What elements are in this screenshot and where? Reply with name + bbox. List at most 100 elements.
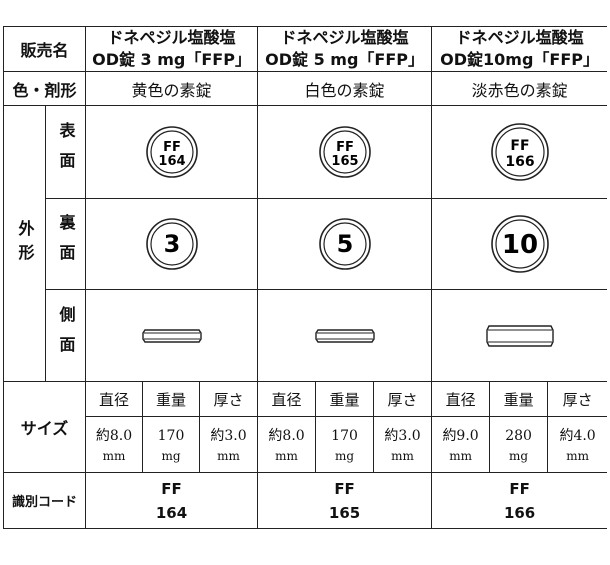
tablet-back-3mg-icon: 3 [145, 218, 198, 270]
size-header-thickness: 厚さ [547, 381, 607, 417]
size-unit: mm [217, 448, 240, 463]
id-code-line1: FF [334, 479, 355, 498]
product-name-line1: ドネペジル塩酸塩 [455, 28, 584, 47]
size-unit: mg [509, 448, 529, 463]
front-mark-line1: FF [163, 140, 181, 155]
color-value: 淡赤色の素錠 [431, 71, 607, 106]
size-header-row: サイズ 直径 重量 厚さ 直径 重量 厚さ 直径 重量 厚さ [3, 381, 607, 473]
product-name-line1: ドネペジル塩酸塩 [280, 28, 409, 47]
front-mark-line1: FF [336, 140, 354, 155]
size-value-cell: 約9.0 mm [431, 416, 491, 473]
size-value: 280 [505, 427, 532, 444]
back-mark: 5 [336, 230, 353, 258]
back-label-cell: 裏面 [44, 198, 87, 290]
side-view-10mg [431, 289, 607, 382]
side-label: 側面 [56, 305, 76, 366]
front-mark-line2: 164 [158, 154, 185, 169]
size-unit: mm [566, 448, 589, 463]
size-value: 170 [331, 427, 358, 444]
color-value: 白色の素錠 [257, 71, 433, 106]
tablet-info-document: 販売名 ドネペジル塩酸塩 OD錠 3 mg「FFP」 ドネペジル塩酸塩 OD錠 … [3, 0, 607, 565]
size-value-cell: 280 mg [489, 416, 549, 473]
size-unit: mg [335, 448, 355, 463]
size-value: 約4.0 [559, 427, 596, 444]
size-unit: mm [449, 448, 472, 463]
size-header-weight: 重量 [142, 381, 201, 417]
id-code-line1: FF [161, 479, 182, 498]
color-form-label: 色・剤形 [3, 71, 87, 106]
tablet-front-3mg-icon: FF 164 [145, 126, 198, 178]
color-value: 黄色の素錠 [85, 71, 259, 106]
top-margin [3, 0, 607, 26]
size-header-diameter: 直径 [85, 381, 144, 417]
back-face-5mg: 5 [257, 198, 433, 290]
size-value-cell: 約3.0 mm [199, 416, 259, 473]
id-code-3mg: FF 164 [85, 472, 259, 529]
back-mark: 10 [502, 230, 538, 260]
id-code-row: 識別コード FF 164 FF 165 FF 166 [3, 472, 607, 529]
tablet-side-5mg-icon [314, 328, 375, 343]
size-label: サイズ [3, 381, 87, 473]
size-value-cell: 170 mg [142, 416, 201, 473]
front-label-cell: 表面 [44, 105, 87, 199]
product-name-3mg: ドネペジル塩酸塩 OD錠 3 mg「FFP」 [85, 26, 259, 72]
size-header-thickness: 厚さ [373, 381, 433, 417]
back-face-row: 裏面 3 5 10 [4, 198, 607, 290]
appearance-label: 外形 [3, 105, 46, 382]
product-name-line2: OD錠 5 mg「FFP」 [265, 50, 424, 69]
product-name-line2: OD錠10mg「FFP」 [440, 50, 600, 69]
tablet-front-10mg-icon: FF 166 [490, 123, 549, 181]
front-face-row: 外形 表面 FF 164 FF 165 [3, 105, 607, 382]
back-label: 裏面 [56, 214, 76, 274]
size-value: 約8.0 [268, 427, 305, 444]
size-unit: mm [102, 448, 126, 463]
appearance-label-text: 外形 [15, 219, 35, 268]
front-label: 表面 [56, 122, 76, 182]
size-value: 約3.0 [210, 427, 247, 444]
id-code-line2: 165 [328, 503, 361, 522]
tablet-side-10mg-icon [485, 324, 554, 347]
tablet-spec-table: 販売名 ドネペジル塩酸塩 OD錠 3 mg「FFP」 ドネペジル塩酸塩 OD錠 … [3, 26, 607, 529]
front-face-5mg: FF 165 [257, 105, 433, 199]
tablet-front-5mg-icon: FF 165 [318, 126, 371, 178]
id-code-line2: 164 [155, 503, 188, 522]
size-value-cell: 170 mg [315, 416, 375, 473]
front-mark-line2: 166 [505, 154, 534, 170]
size-value: 170 [157, 427, 185, 444]
front-face-3mg: FF 164 [85, 105, 259, 199]
size-unit: mg [161, 448, 181, 463]
tablet-back-10mg-icon: 10 [490, 215, 549, 273]
product-name-5mg: ドネペジル塩酸塩 OD錠 5 mg「FFP」 [257, 26, 433, 72]
product-name-line2: OD錠 3 mg「FFP」 [92, 50, 251, 69]
product-name-label: 販売名 [3, 26, 87, 72]
back-face-10mg: 10 [431, 198, 607, 290]
id-code-line2: 166 [503, 503, 536, 522]
size-header-diameter: 直径 [257, 381, 317, 417]
front-mark-line1: FF [510, 138, 529, 154]
size-value-cell: 約4.0 mm [547, 416, 607, 473]
side-view-5mg [257, 289, 433, 382]
id-code-5mg: FF 165 [257, 472, 433, 529]
size-value: 約3.0 [384, 427, 421, 444]
id-code-10mg: FF 166 [431, 472, 607, 529]
size-value: 約9.0 [442, 427, 479, 444]
back-mark: 3 [163, 230, 180, 258]
tablet-back-5mg-icon: 5 [318, 218, 371, 270]
tablet-side-3mg-icon [141, 328, 202, 343]
product-name-10mg: ドネペジル塩酸塩 OD錠10mg「FFP」 [431, 26, 607, 72]
side-view-3mg [85, 289, 259, 382]
side-label-cell: 側面 [44, 289, 87, 382]
id-code-label: 識別コード [3, 472, 87, 529]
front-face-10mg: FF 166 [431, 105, 607, 199]
size-header-weight: 重量 [315, 381, 375, 417]
size-unit: mm [391, 448, 414, 463]
color-row: 色・剤形 黄色の素錠 白色の素錠 淡赤色の素錠 [3, 71, 607, 106]
front-mark-line2: 165 [331, 154, 358, 169]
size-header-diameter: 直径 [431, 381, 491, 417]
back-face-3mg: 3 [85, 198, 259, 290]
size-unit: mm [275, 448, 298, 463]
size-value-cell: 約3.0 mm [373, 416, 433, 473]
size-header-thickness: 厚さ [199, 381, 259, 417]
